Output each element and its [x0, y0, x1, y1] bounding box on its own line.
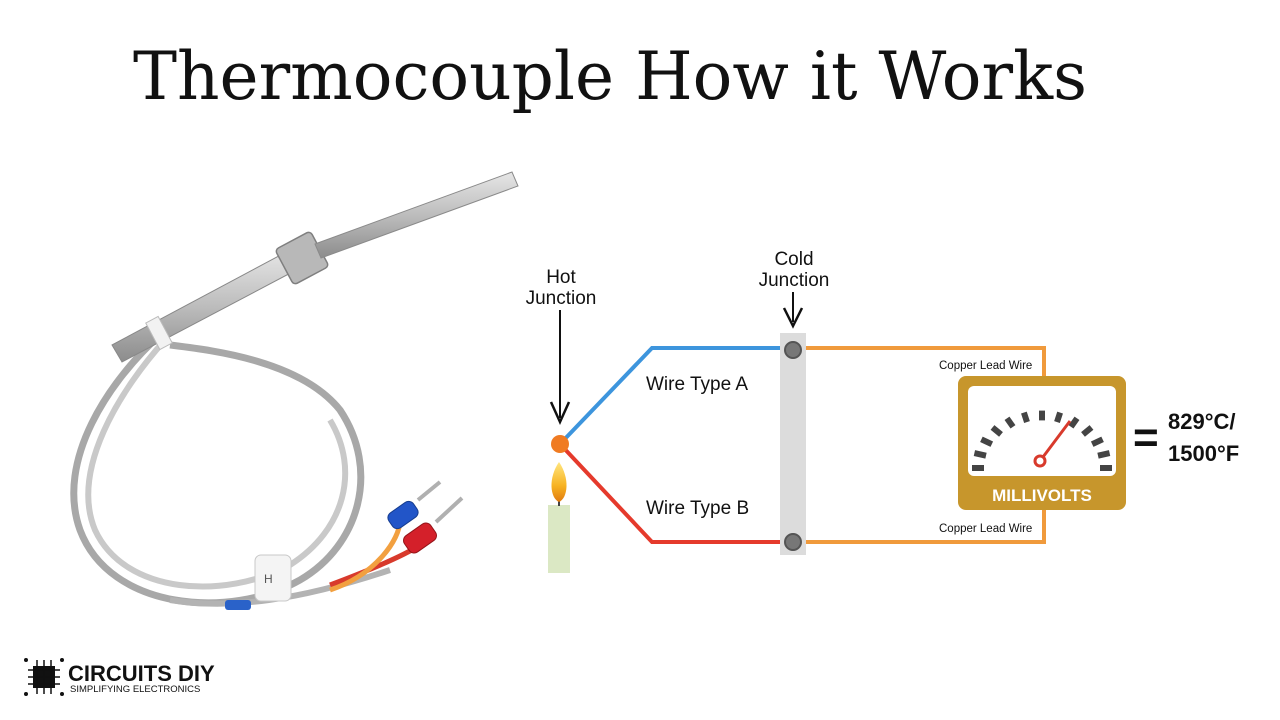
dial-tick	[1090, 436, 1104, 447]
probe-sleeve	[254, 554, 292, 602]
copper-lead-wire-bottom-label: Copper Lead Wire	[939, 523, 1032, 535]
meter-label: MILLIVOLTS	[992, 486, 1092, 505]
probe-sleeve-text: H	[264, 572, 273, 586]
logo-name: CIRCUITS DIY	[68, 661, 215, 686]
wire-type-a	[558, 346, 792, 446]
logo-tagline: SIMPLIFYING ELECTRONICS	[70, 684, 200, 695]
copper-lead-wire-top	[792, 346, 1046, 378]
page-title: Thermocouple How it Works	[133, 38, 1087, 115]
wire-type-a-label: Wire Type A	[646, 374, 748, 395]
meter-dial-ticks	[972, 410, 1112, 471]
cold-junction-terminal-top	[784, 341, 802, 359]
dial-tick	[980, 436, 994, 447]
dial-tick	[1021, 411, 1030, 424]
dial-tick	[990, 425, 1003, 437]
thermocouple-probe-image: H	[70, 171, 519, 610]
dial-tick	[1081, 425, 1094, 437]
millivolt-meter: MILLIVOLTS	[958, 376, 1126, 510]
equals-sign: =	[1133, 413, 1159, 462]
candle-icon	[548, 462, 570, 573]
meter-needle-pivot	[1033, 454, 1047, 468]
reading-fahrenheit: 1500°F	[1168, 441, 1239, 466]
dial-tick	[973, 450, 987, 459]
wire-type-b	[558, 442, 792, 544]
chip-icon	[24, 658, 64, 696]
meter-needle	[1038, 420, 1072, 462]
reading-celsius: 829°C/	[1168, 409, 1236, 434]
dial-tick	[1004, 416, 1016, 429]
cold-junction-arrowhead	[782, 307, 804, 329]
wire-type-b-label: Wire Type B	[646, 498, 749, 519]
dial-tick	[1097, 450, 1111, 459]
copper-lead-wire-top-label: Copper Lead Wire	[939, 360, 1032, 372]
dial-tick	[1054, 411, 1063, 424]
hot-junction-label-line1: Hot	[546, 267, 576, 288]
cold-junction-label-line1: Cold	[774, 249, 813, 270]
probe-rod	[314, 171, 519, 259]
spade-terminal	[416, 480, 464, 524]
cable-tie	[145, 315, 173, 351]
hot-junction-label-line2: Junction	[526, 288, 597, 309]
braided-cable-loop-inner	[85, 337, 349, 590]
red-spade-connector	[403, 522, 437, 554]
threaded-fitting	[111, 249, 301, 363]
hot-junction-point	[551, 435, 569, 453]
cold-junction-block	[780, 333, 806, 555]
copper-lead-wire-bottom	[792, 510, 1046, 544]
cold-junction-terminal-bottom	[784, 533, 802, 551]
cold-junction-label-line2: Junction	[759, 270, 830, 291]
circuits-diy-logo: CIRCUITS DIY SIMPLIFYING ELECTRONICS	[24, 658, 215, 696]
blue-heat-shrink	[225, 600, 251, 610]
dial-tick	[1068, 416, 1080, 429]
blue-spade-connector	[387, 500, 419, 530]
hot-junction-arrowhead	[549, 401, 571, 426]
